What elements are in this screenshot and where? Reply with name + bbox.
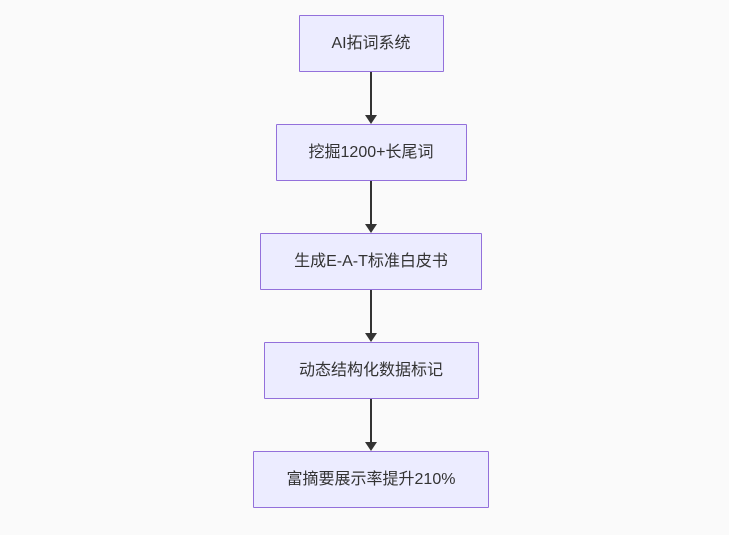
arrow-line: [370, 399, 372, 442]
flow-node-structured-data-markup: 动态结构化数据标记: [263, 342, 479, 399]
arrow-line: [370, 181, 372, 224]
arrow-down-icon: [365, 115, 377, 124]
arrow-down-icon: [365, 333, 377, 342]
flow-node-eat-whitepaper: 生成E-A-T标准白皮书: [260, 233, 482, 290]
arrow-down-icon: [365, 442, 377, 451]
flow-node-ai-keyword-system: AI拓词系统: [298, 15, 444, 72]
arrow-down-icon: [365, 224, 377, 233]
flow-arrow-3: [365, 290, 377, 342]
flow-arrow-1: [365, 72, 377, 124]
arrow-line: [370, 290, 372, 333]
flow-node-longtail-keywords: 挖掘1200+长尾词: [275, 124, 467, 181]
flow-arrow-4: [365, 399, 377, 451]
flowchart: AI拓词系统 挖掘1200+长尾词 生成E-A-T标准白皮书 动态结构化数据标记…: [253, 15, 489, 508]
arrow-line: [370, 72, 372, 115]
flow-node-rich-snippet-rate: 富摘要展示率提升210%: [253, 451, 489, 508]
flow-arrow-2: [365, 181, 377, 233]
